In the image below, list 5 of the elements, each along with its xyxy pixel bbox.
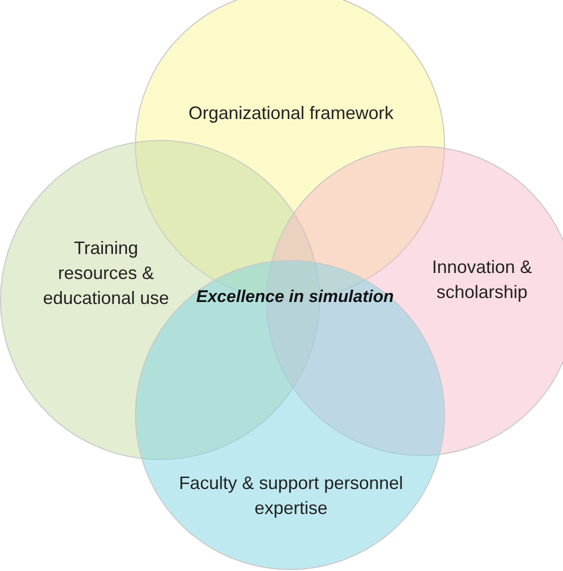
center-label: Excellence in simulation xyxy=(195,286,395,308)
circle-label: Innovation & scholarship xyxy=(430,256,534,304)
circle-label: Training resources & educational use xyxy=(42,237,170,310)
circle-label: Faculty & support personnel expertise xyxy=(178,472,404,520)
circle-label: Organizational framework xyxy=(187,102,395,125)
